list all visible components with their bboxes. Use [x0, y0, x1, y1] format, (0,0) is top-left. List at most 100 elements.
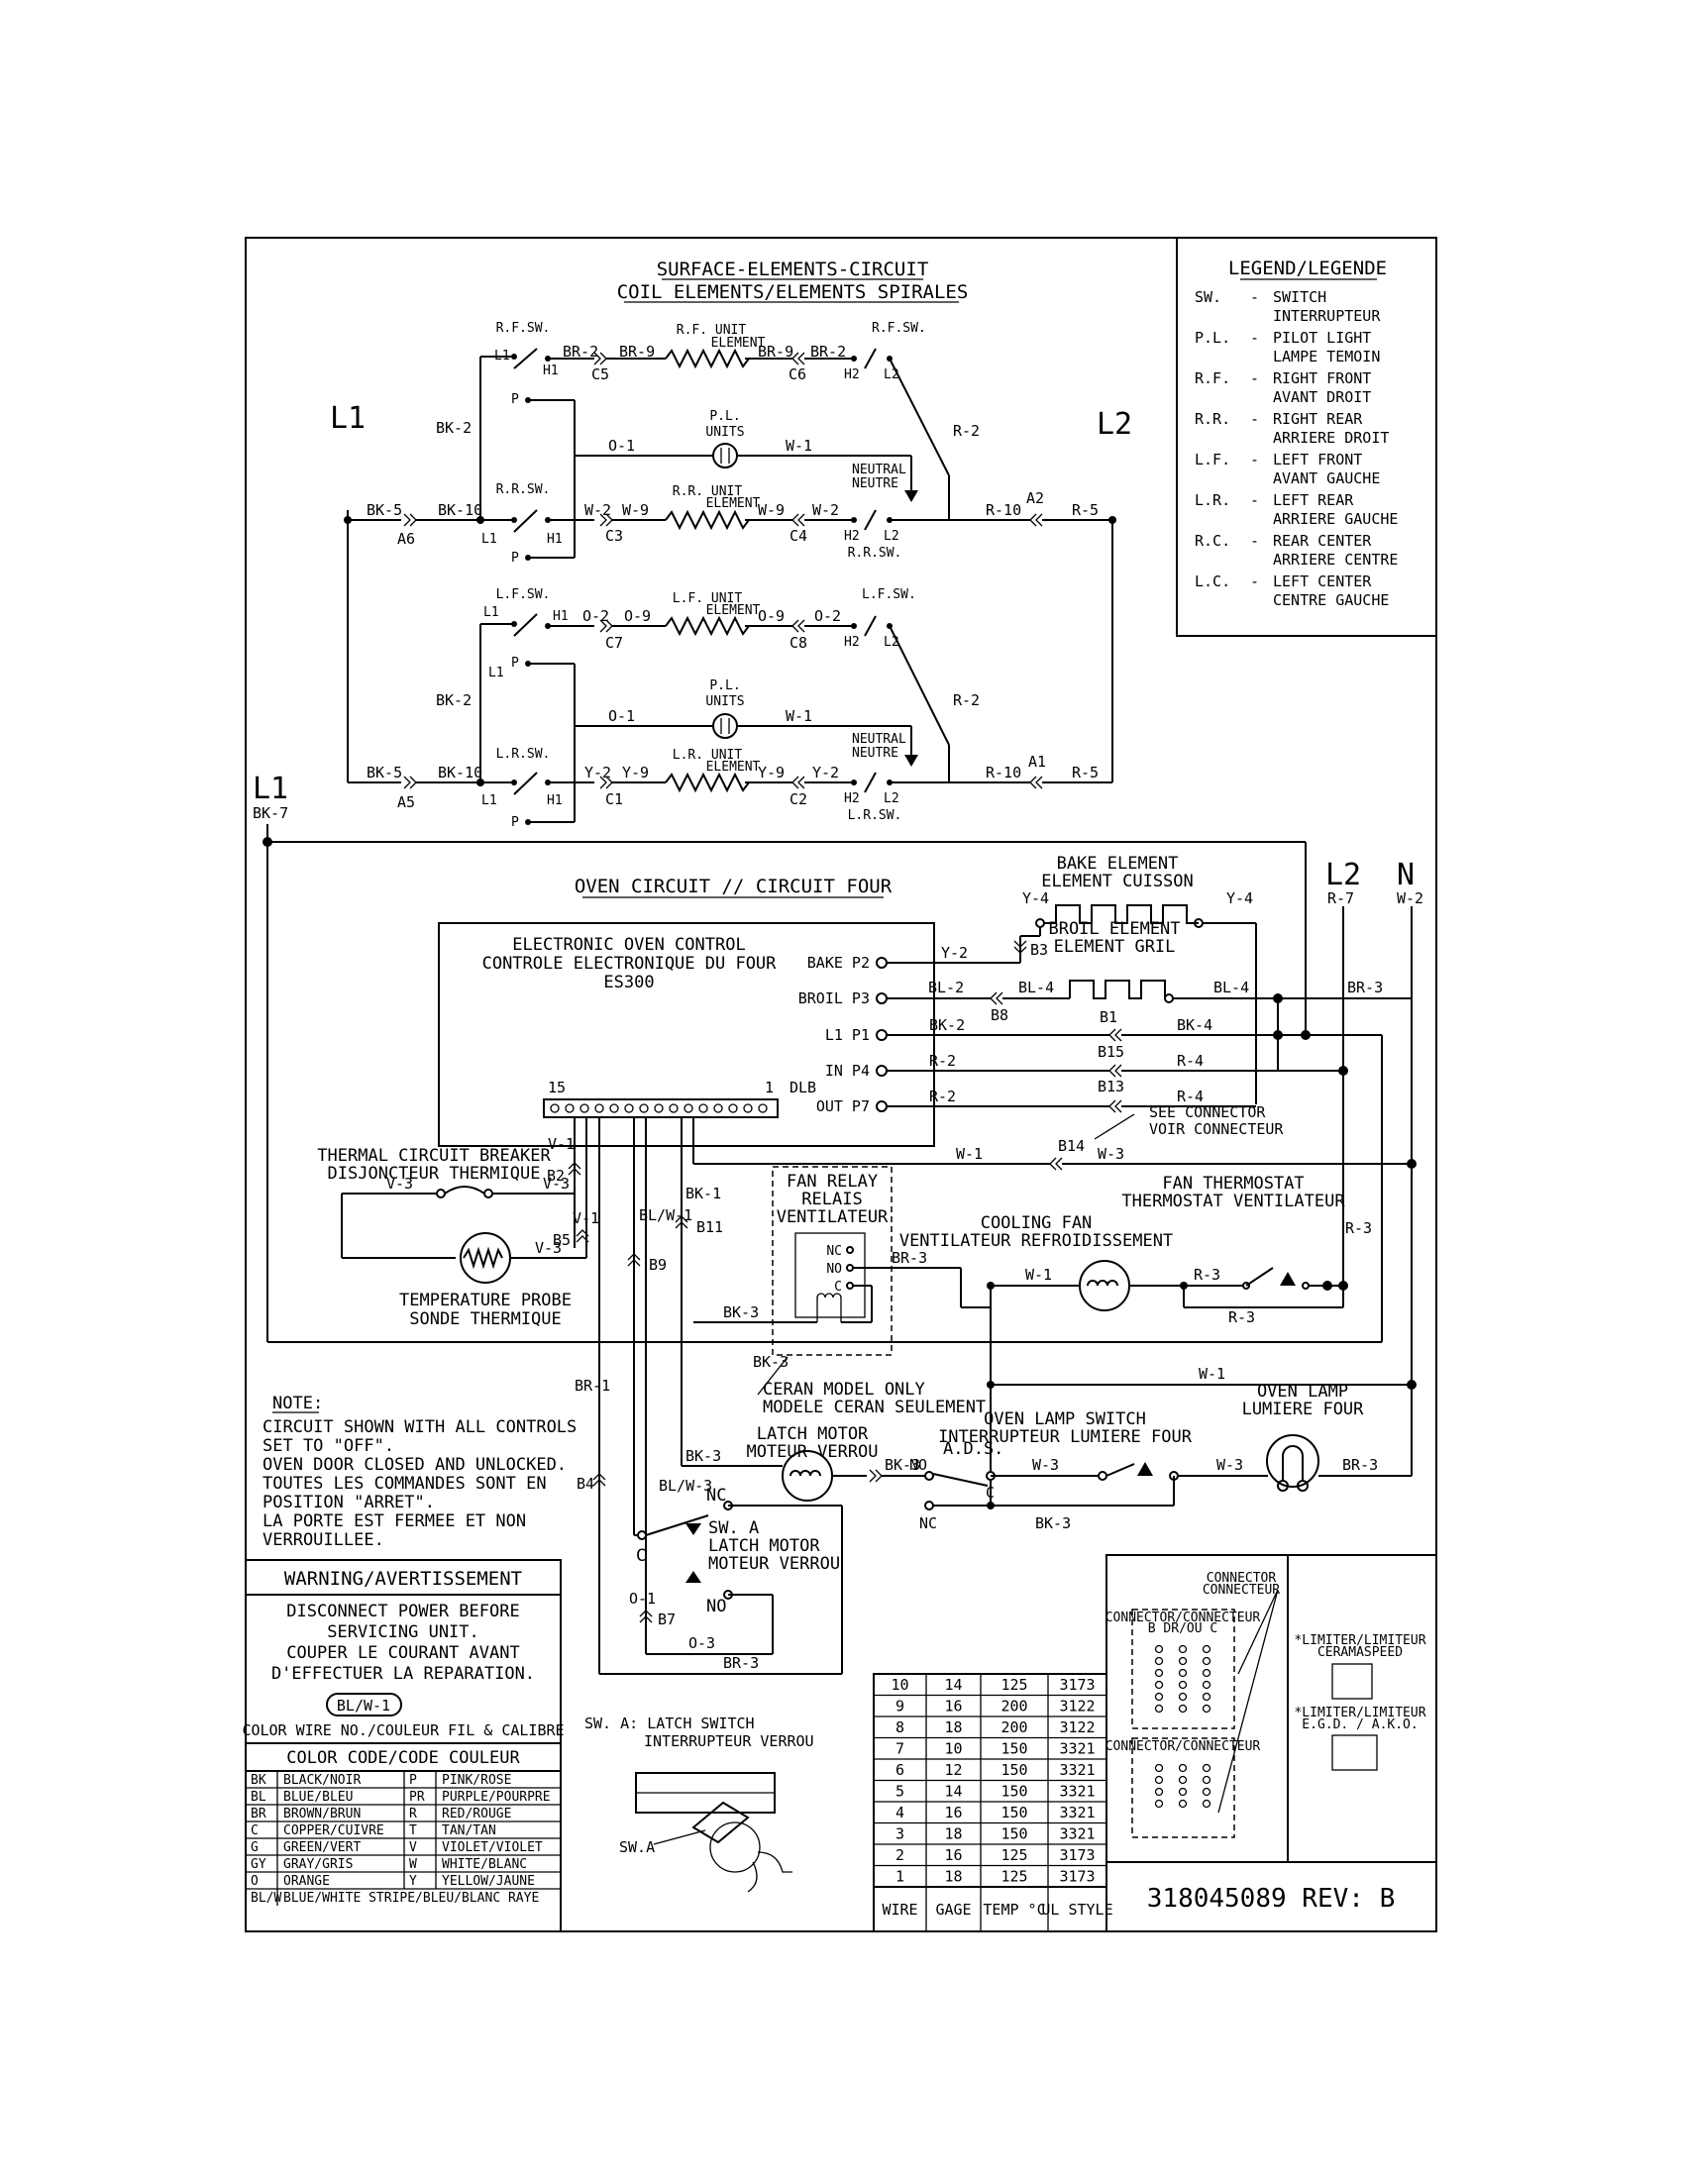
svg-text:O-1: O-1 [608, 437, 635, 455]
wire-table-cell: 3173 [1059, 1868, 1095, 1886]
svg-text:NO: NO [826, 1262, 842, 1277]
wire-table-cell: 3321 [1059, 1740, 1095, 1758]
wire-table-cell: 8 [895, 1718, 904, 1736]
surface-elements-circuit: SURFACE-ELEMENTS-CIRCUIT COIL ELEMENTS/E… [330, 259, 1132, 830]
rr-element-coil [665, 509, 750, 531]
legend-abbr: L.F. [1195, 451, 1230, 468]
svg-text:L.R.SW.: L.R.SW. [848, 808, 902, 823]
legend-title: LEGEND/LEGENDE [1228, 258, 1387, 279]
svg-text:P: P [511, 551, 519, 566]
legend-en: SWITCH [1273, 288, 1326, 306]
svg-text:R-5: R-5 [1072, 501, 1099, 519]
wire-table-cell: 125 [1000, 1846, 1027, 1864]
svg-text:*LIMITER/LIMITEUR: *LIMITER/LIMITEUR [1294, 1706, 1425, 1720]
svg-text:FAN THERMOSTAT: FAN THERMOSTAT [1162, 1174, 1304, 1194]
connector-pin [1154, 1680, 1164, 1690]
color-name: PINK/ROSE [442, 1773, 511, 1788]
svg-text:E.G.D. / A.K.O.: E.G.D. / A.K.O. [1302, 1717, 1418, 1732]
svg-text:O-9: O-9 [758, 607, 785, 625]
svg-text:R.R.SW.: R.R.SW. [848, 546, 902, 561]
color-abbr: Y [409, 1874, 417, 1889]
color-name: ORANGE [283, 1874, 330, 1889]
svg-text:BR-9: BR-9 [758, 343, 793, 361]
wire-table-cell: 12 [944, 1761, 962, 1779]
ceramaspeed-limiter-symbol [1331, 1663, 1373, 1700]
connector-pin [1178, 1787, 1188, 1797]
svg-text:R-4: R-4 [1177, 1088, 1204, 1105]
connector-pin [1202, 1644, 1211, 1654]
wire-table-cell: 3321 [1059, 1825, 1095, 1843]
wire-table-cell: 150 [1000, 1740, 1027, 1758]
svg-text:NC: NC [919, 1514, 937, 1532]
svg-text:CONNECTOR/CONNECTEUR: CONNECTOR/CONNECTEUR [1105, 1739, 1261, 1754]
svg-text:O-9: O-9 [624, 607, 651, 625]
svg-text:THERMAL CIRCUIT BREAKER: THERMAL CIRCUIT BREAKER [317, 1146, 551, 1166]
svg-text:BK-3: BK-3 [723, 1303, 759, 1321]
svg-text:L.R. UNIT: L.R. UNIT [673, 748, 743, 763]
svg-text:NEUTRAL: NEUTRAL [852, 463, 906, 477]
svg-text:CERAN MODEL ONLY: CERAN MODEL ONLY [763, 1380, 925, 1400]
connector-block: CONNECTOR CONNECTEUR CONNECTOR/CONNECTEU… [1105, 1554, 1437, 1932]
color-abbr: O [251, 1874, 259, 1889]
svg-text:W-9: W-9 [758, 501, 785, 519]
svg-text:ELEMENT GRIL: ELEMENT GRIL [1054, 937, 1176, 957]
wire-table-cell: 125 [1000, 1868, 1027, 1886]
dlb-pin [579, 1103, 589, 1113]
note-line: CIRCUIT SHOWN WITH ALL CONTROLS [263, 1417, 577, 1437]
svg-text:NO: NO [909, 1456, 927, 1474]
legend-dash: - [1250, 491, 1259, 509]
svg-text:BR-3: BR-3 [1342, 1456, 1378, 1474]
svg-text:V-3: V-3 [535, 1239, 562, 1257]
connector-pin [1154, 1787, 1164, 1797]
svg-text:BL-2: BL-2 [928, 979, 964, 996]
svg-text:C2: C2 [789, 790, 807, 808]
warning-title: WARNING/AVERTISSEMENT [284, 1568, 522, 1590]
wire-table-cell: 10 [944, 1740, 962, 1758]
svg-text:MODELE CERAN SEULEMENT: MODELE CERAN SEULEMENT [763, 1398, 986, 1417]
wire-table-cell: 18 [944, 1868, 962, 1886]
svg-text:W-3: W-3 [1098, 1145, 1124, 1163]
legend-abbr: R.C. [1195, 532, 1230, 550]
legend-en: PILOT LIGHT [1273, 329, 1371, 347]
svg-text:BK-5: BK-5 [367, 501, 402, 519]
svg-text:C6: C6 [789, 365, 806, 383]
svg-text:O-1: O-1 [629, 1590, 656, 1608]
color-name: TAN/TAN [442, 1823, 496, 1838]
legend-dash: - [1250, 572, 1259, 590]
note-block: NOTE: CIRCUIT SHOWN WITH ALL CONTROLSSET… [263, 1394, 577, 1550]
surface-subtitle: COIL ELEMENTS/ELEMENTS SPIRALES [617, 281, 969, 303]
color-name: GRAY/GRIS [283, 1857, 353, 1872]
wire-table-cell: 9 [895, 1698, 904, 1716]
connector-pin [1178, 1680, 1188, 1690]
wire-table-cell: 3122 [1059, 1718, 1095, 1736]
connector-pin [1154, 1692, 1164, 1702]
color-abbr: T [409, 1823, 417, 1838]
broil-element [1069, 980, 1166, 999]
legend-fr: AVANT DROIT [1273, 388, 1371, 406]
svg-text:BL-4: BL-4 [1213, 979, 1249, 996]
svg-text:L2: L2 [884, 791, 899, 806]
svg-text:W-1: W-1 [786, 707, 812, 725]
svg-text:W-1: W-1 [1199, 1365, 1225, 1383]
wire-table-cell: 150 [1000, 1804, 1027, 1821]
color-abbr: G [251, 1840, 259, 1855]
svg-text:R.R. UNIT: R.R. UNIT [673, 484, 743, 499]
svg-text:BR-9: BR-9 [619, 343, 655, 361]
svg-text:SONDE THERMIQUE: SONDE THERMIQUE [409, 1309, 562, 1329]
dlb-pin [669, 1103, 679, 1113]
wire-table-cell: 125 [1000, 1676, 1027, 1694]
svg-text:DLB: DLB [789, 1079, 816, 1096]
legend-abbr: P.L. [1195, 329, 1230, 347]
svg-text:DISJONCTEUR THERMIQUE: DISJONCTEUR THERMIQUE [328, 1164, 541, 1184]
lf-lr-pilot-light [712, 713, 738, 739]
rf-switch-label: R.F.SW. [496, 321, 551, 336]
warning-line: D'EFFECTUER LA REPARATION. [271, 1664, 535, 1684]
svg-text:R-3: R-3 [1345, 1219, 1372, 1237]
dlb-pin [684, 1103, 693, 1113]
svg-text:B15: B15 [1098, 1043, 1124, 1061]
svg-text:NEUTRE: NEUTRE [852, 476, 898, 491]
connector-pin [1202, 1656, 1211, 1666]
note-line: POSITION "ARRET". [263, 1493, 435, 1512]
svg-text:L1: L1 [481, 532, 497, 547]
legend-abbr: R.F. [1195, 369, 1230, 387]
